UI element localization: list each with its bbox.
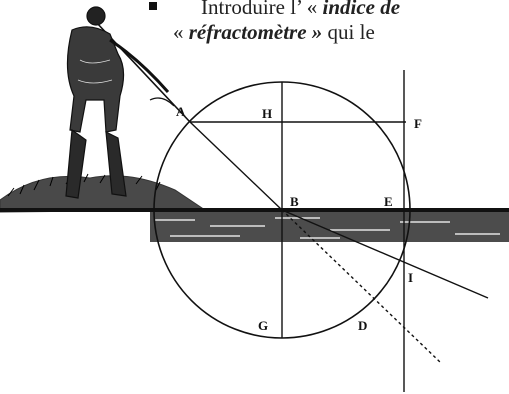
refracted-ray [281, 209, 489, 299]
line1-before: Introduire l’ « [201, 0, 323, 19]
ground-texture [0, 170, 207, 213]
line1-emphasis: indice de [322, 0, 401, 19]
slide-text: Introduire l’ « indice de « réfractomètr… [0, 0, 509, 60]
label-point-e: E [384, 194, 393, 209]
label-point-b: B [290, 194, 299, 209]
label-point-f: F [414, 116, 422, 131]
line2-emphasis: réfractomètre » [188, 20, 323, 44]
label-point-h: H [262, 106, 272, 121]
bullet-marker [149, 2, 157, 10]
incident-ray [189, 121, 283, 211]
text-line-2: « réfractomètre » qui le [173, 20, 375, 45]
label-point-g: G [258, 318, 268, 333]
line2-after: qui le [322, 20, 375, 44]
observer-figure [65, 6, 175, 199]
water-band [0, 208, 509, 242]
extended-ray [281, 209, 441, 363]
text-line-1: Introduire l’ « indice de [201, 0, 400, 20]
label-point-a: A [176, 104, 186, 119]
label-point-i: I [408, 270, 413, 285]
label-point-d: D [358, 318, 367, 333]
line2-open: « [173, 20, 189, 44]
